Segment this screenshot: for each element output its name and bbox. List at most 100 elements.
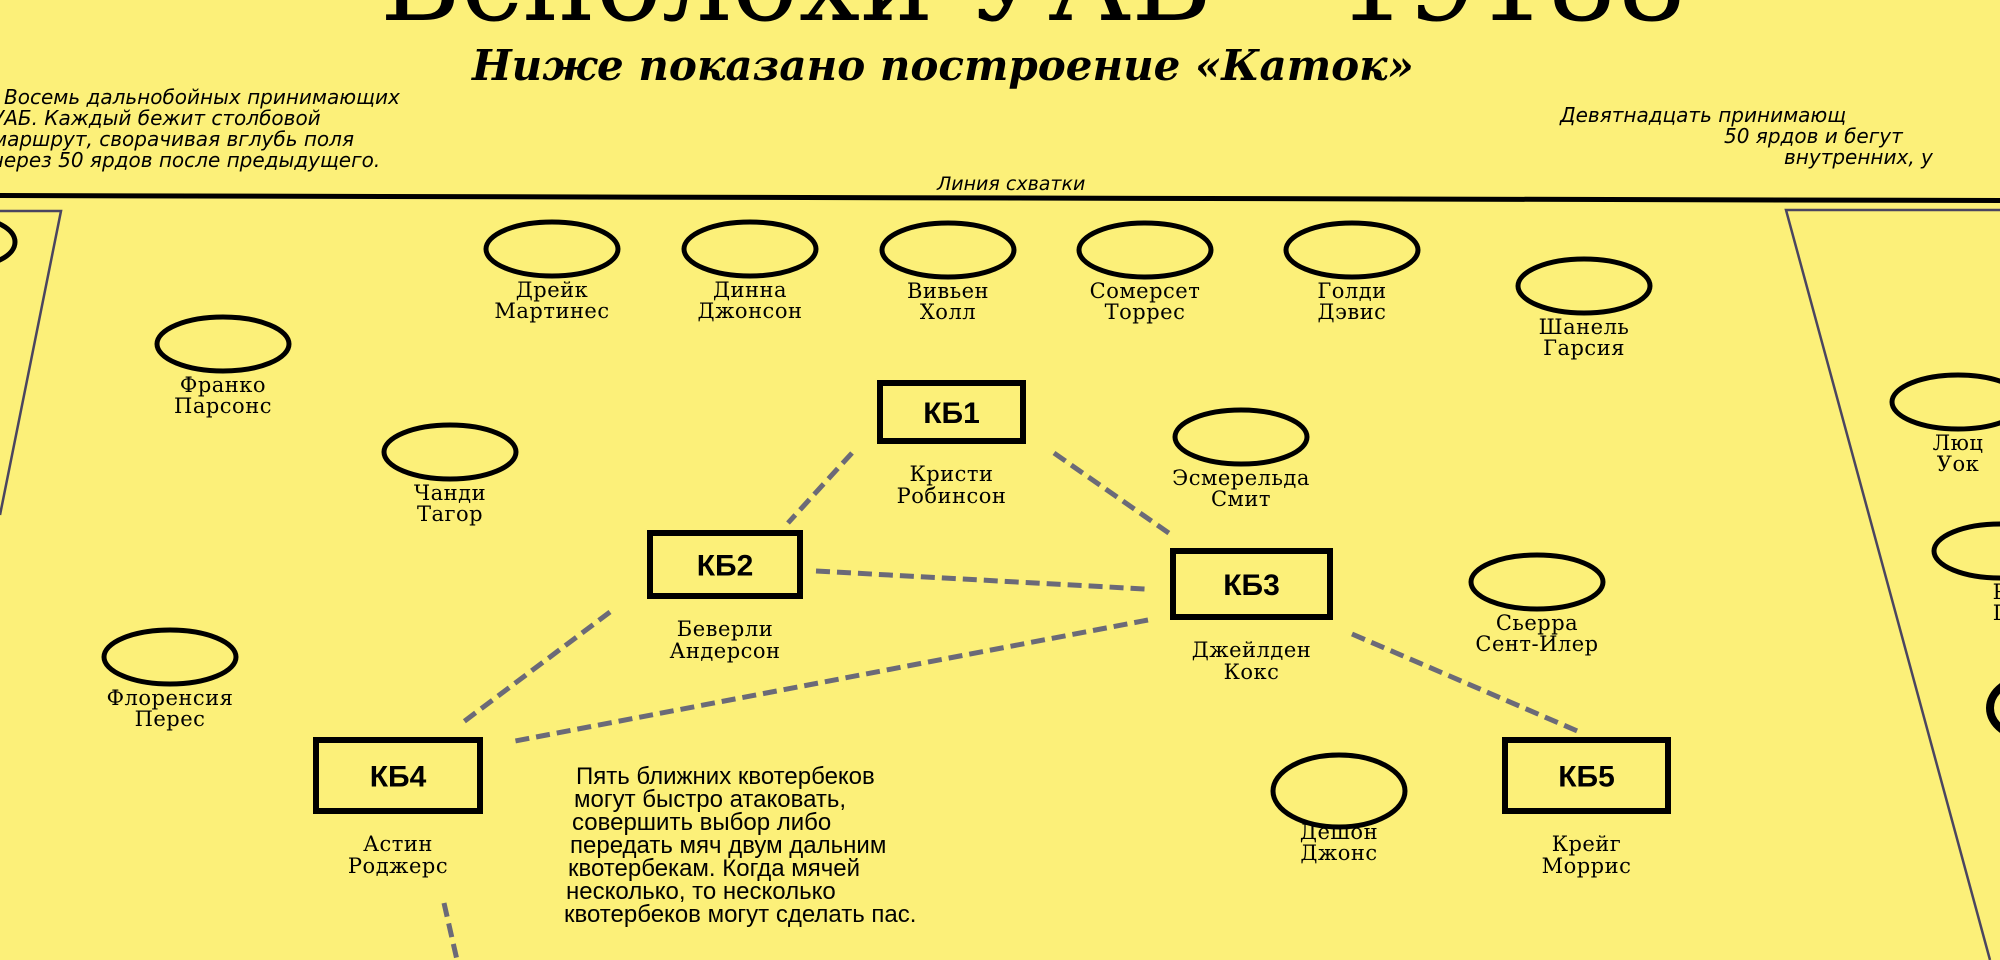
quarterback-box-icon xyxy=(1502,737,1671,814)
right-note-line: 50 ярдов и бегут xyxy=(1724,124,1904,148)
quarterback-first-name: Астин xyxy=(363,832,433,856)
receiver-last-name: Парсонс xyxy=(174,394,272,418)
receiver-circle-icon xyxy=(1468,552,1606,612)
right-note: Девятнадцать принимающ 50 ярдов и бегут … xyxy=(1559,103,1934,169)
quarterback-first-name: Беверли xyxy=(677,617,773,641)
right-note-line: Девятнадцать принимающ xyxy=(1559,103,1846,127)
receiver-first-name: Р xyxy=(1993,580,2000,604)
quarterback-first-name: Крейг xyxy=(1552,832,1622,856)
receiver-first-name: Вивьен xyxy=(907,279,989,303)
quarterback-label: КБ3 xyxy=(1223,569,1280,602)
qb-note-line: квотербеков могут сделать пас. xyxy=(564,901,916,928)
receiver-circle-icon xyxy=(1931,521,2000,581)
receiver-first-name: Флоренсия xyxy=(107,686,234,710)
receiver-circle-icon xyxy=(0,221,18,263)
quarterback-last-name: Кокс xyxy=(1224,660,1280,684)
qb-note-line: Пять ближних квотербеков xyxy=(576,763,875,790)
qb-note-line: совершить выбор либо xyxy=(572,809,831,836)
receiver-first-name: Чанди xyxy=(414,481,486,505)
quarterback-box-icon xyxy=(647,530,803,599)
receiver: РГ xyxy=(1931,521,2000,625)
receiver-last-name: Дэвис xyxy=(1318,300,1387,324)
receiver-first-name: Дешон xyxy=(1300,820,1378,844)
quarterback-box-icon xyxy=(313,737,483,814)
receiver-circle-icon xyxy=(1889,372,2000,432)
receiver-last-name: Холл xyxy=(920,300,976,324)
pass-lane-line xyxy=(1052,450,1175,539)
receiver-first-name: Шанель xyxy=(1539,315,1630,339)
quarterback-label: КБ1 xyxy=(923,397,980,430)
page-title: Всполохи УАБ – 19188 xyxy=(380,0,1687,46)
receiver-last-name: Джонс xyxy=(1300,841,1377,865)
receiver-first-name: Эсмерельда xyxy=(1172,466,1310,490)
qb-note: Пять ближних квотербеков могут быстро ат… xyxy=(564,763,916,928)
receiver-first-name: Сомерсет xyxy=(1090,279,1201,303)
left-note-line: Восемь дальнобойных принимающих xyxy=(4,85,400,109)
receiver-last-name: Г xyxy=(1993,601,2000,625)
quarterback-last-name: Андерсон xyxy=(669,639,780,663)
pass-lane-line xyxy=(441,902,460,960)
receiver-last-name: Мартинес xyxy=(494,299,609,323)
quarterback-label: КБ4 xyxy=(370,761,427,794)
quarterback-label: КБ2 xyxy=(697,550,754,583)
qb-note-line: передать мяч двум дальним xyxy=(570,832,886,859)
receiver-circle-icon xyxy=(381,422,519,482)
right-note-line: внутренних, у xyxy=(1784,145,1934,169)
receiver-circle-icon xyxy=(1076,220,1214,280)
line-of-scrimmage-label: Линия схватки xyxy=(936,173,1085,195)
receiver-first-name: Франко xyxy=(180,373,266,397)
qb-note-line: несколько, то несколько xyxy=(566,878,836,905)
qb-note-line: квотербекам. Когда мячей xyxy=(568,855,860,882)
quarterback-first-name: Джейлден xyxy=(1192,638,1312,662)
receiver-last-name: Уок xyxy=(1937,452,1979,476)
receiver-first-name: Дрейк xyxy=(516,278,589,302)
line-of-scrimmage xyxy=(0,193,2000,203)
receiver-last-name: Торрес xyxy=(1105,300,1186,324)
page-subtitle: Ниже показано построение «Каток» xyxy=(471,41,1414,90)
receiver-last-name: Перес xyxy=(135,707,206,731)
pass-lane-line xyxy=(460,610,612,725)
left-note-line: маршрут, сворачивая вглубь поля xyxy=(0,127,354,151)
receiver-circle-icon xyxy=(1270,752,1408,830)
pass-lane-line xyxy=(509,617,1149,745)
receiver-last-name: Тагор xyxy=(417,502,483,526)
receiver-circle-icon xyxy=(1515,256,1653,316)
quarterback-last-name: Робинсон xyxy=(897,484,1007,508)
receiver-last-name: Смит xyxy=(1211,487,1271,511)
pass-lane-line xyxy=(786,451,854,525)
receiver-first-name: Голди xyxy=(1317,279,1386,303)
receiver-last-name: Сент-Илер xyxy=(1475,632,1598,656)
receiver-circle-icon xyxy=(483,219,621,279)
left-note-line: УАБ. Каждый бежит столбовой xyxy=(0,106,321,130)
quarterback-last-name: Моррис xyxy=(1542,854,1632,878)
receiver-circle-icon xyxy=(1172,407,1310,467)
qb-note-line: могут быстро атаковать, xyxy=(574,786,846,813)
receiver-circle-icon xyxy=(101,627,239,687)
receiver-circle-icon xyxy=(681,219,819,279)
quarterback-box-icon xyxy=(877,380,1026,444)
left-panel-border xyxy=(0,209,63,516)
receiver-circle-icon xyxy=(1283,220,1421,280)
receiver-last-name: Джонсон xyxy=(698,299,803,323)
quarterback-last-name: Роджерс xyxy=(348,854,448,878)
receiver-circle-icon xyxy=(1986,683,2000,733)
right-panel-border xyxy=(1784,208,2000,960)
receiver-first-name: Люц xyxy=(1933,431,1984,455)
receiver-circle-icon xyxy=(879,220,1017,280)
